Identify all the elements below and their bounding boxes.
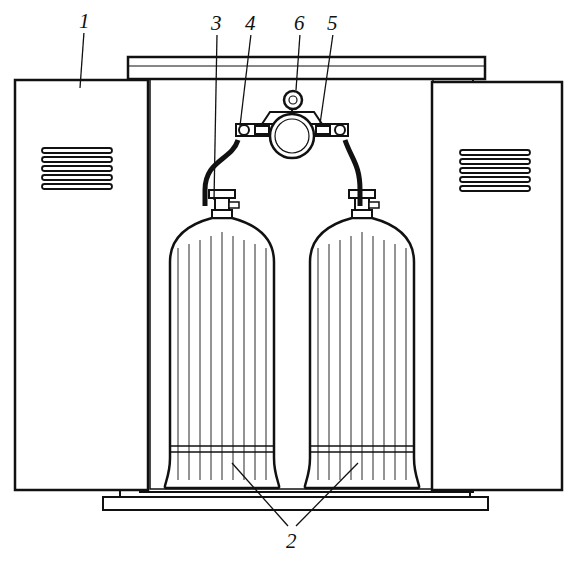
cabinet-roof [128, 57, 485, 79]
vent-slot [460, 150, 530, 155]
vent-slot [42, 148, 112, 153]
callout-number: 6 [291, 12, 308, 35]
left-door [15, 80, 148, 490]
vent-slot [460, 186, 530, 191]
gas-cylinder [305, 190, 419, 488]
vent-slot [460, 177, 530, 182]
leader-lines [80, 32, 358, 526]
cabinet-body [140, 79, 473, 492]
cabinet-base [103, 497, 488, 510]
manifold [205, 91, 360, 206]
callout-number: 5 [324, 12, 341, 35]
gas-cylinders [165, 190, 419, 488]
gas-cylinder [165, 190, 279, 488]
callout-number: 4 [242, 12, 259, 35]
vent-slot [42, 184, 112, 189]
vent-slot [460, 168, 530, 173]
vent-slot [42, 175, 112, 180]
cabinet-interior [150, 79, 433, 489]
vent-slot [42, 157, 112, 162]
vent-slot [460, 159, 530, 164]
vent-slot [42, 166, 112, 171]
callout-number: 3 [208, 12, 225, 35]
callout-number: 2 [283, 530, 300, 553]
callout-number: 1 [76, 10, 93, 33]
right-door [432, 82, 562, 490]
